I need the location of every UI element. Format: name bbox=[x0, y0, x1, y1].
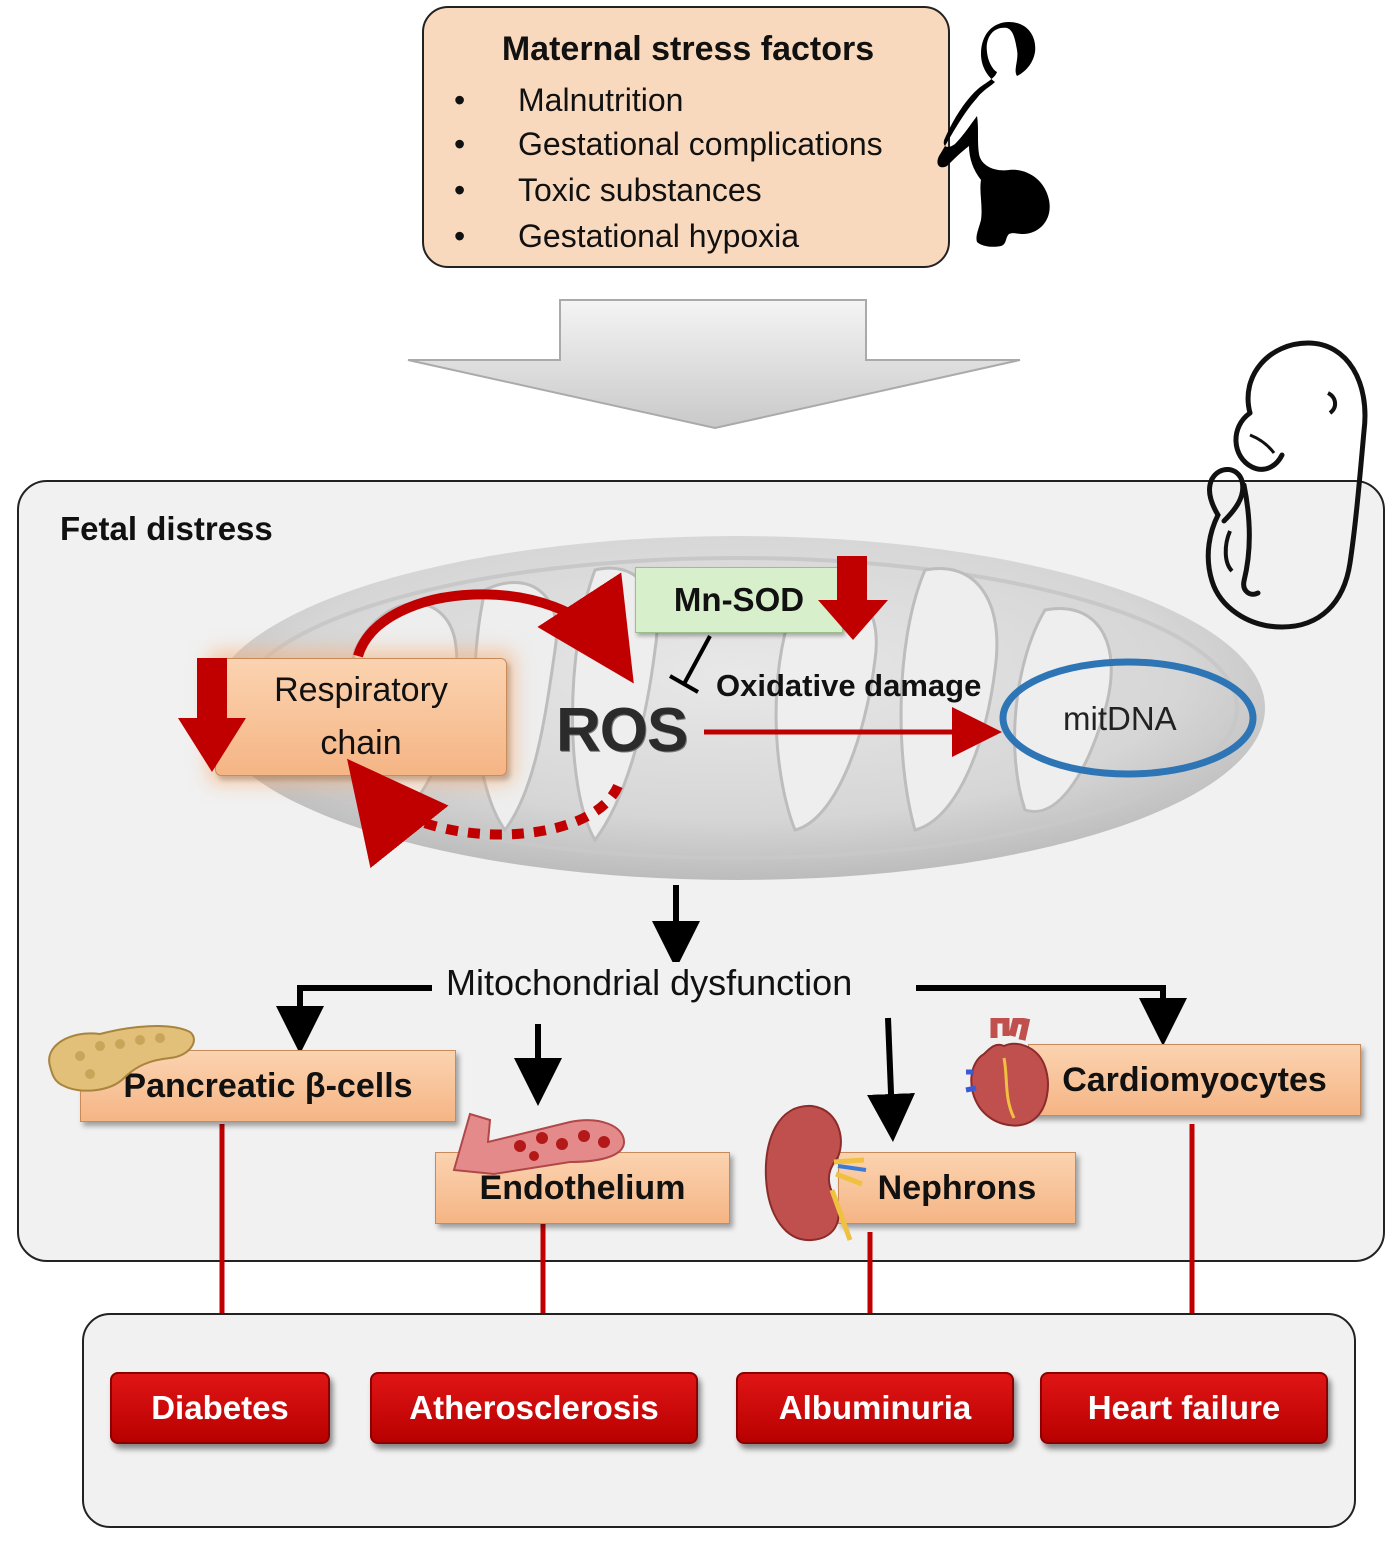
resp-to-ros-arrow bbox=[353, 572, 634, 684]
cardiomyocytes-box: Cardiomyocytes bbox=[1028, 1044, 1361, 1116]
mn-sod-box: Mn-SOD bbox=[635, 567, 843, 633]
albuminuria-box: Albuminuria bbox=[736, 1372, 1014, 1444]
kidney-icon bbox=[764, 1104, 867, 1242]
pancreatic-beta-cells-box: Pancreatic β-cells bbox=[80, 1050, 456, 1122]
ros-label: ROS bbox=[556, 696, 688, 765]
to-pancreas-arrow bbox=[276, 985, 432, 1054]
factor-item: •Toxic substances bbox=[454, 172, 762, 208]
factor-item: •Gestational complications bbox=[454, 126, 883, 162]
maternal-stress-title: Maternal stress factors bbox=[501, 30, 875, 68]
decrease-arrow-respiratory bbox=[178, 658, 246, 772]
maternal-stress-box: Maternal stress factors •Malnutrition •G… bbox=[422, 6, 950, 268]
factor-item: •Gestational hypoxia bbox=[454, 218, 800, 254]
decrease-arrow-mnsod bbox=[818, 556, 888, 640]
heart-failure-box: Heart failure bbox=[1040, 1372, 1328, 1444]
factor-item: •Malnutrition bbox=[454, 82, 684, 118]
to-cardiomyocytes-arrow bbox=[916, 985, 1187, 1046]
oxidative-damage-label: Oxidative damage bbox=[716, 668, 982, 703]
endothelium-box: Endothelium bbox=[435, 1152, 730, 1224]
fetus-icon bbox=[1205, 340, 1368, 630]
respiratory-chain-box: Respiratory chain bbox=[215, 658, 507, 776]
blood-vessel-icon bbox=[452, 1112, 626, 1176]
ros-to-resp-dotted-arrow bbox=[346, 758, 623, 869]
mitochondrial-dysfunction-label: Mitochondrial dysfunction bbox=[440, 962, 859, 1004]
mnsod-inhibition-line bbox=[669, 635, 712, 694]
nephrons-box: Nephrons bbox=[838, 1152, 1076, 1224]
pregnant-woman-icon bbox=[937, 22, 1050, 247]
mitdna-ring bbox=[999, 658, 1257, 778]
heart-icon bbox=[965, 1018, 1049, 1127]
atherosclerosis-box: Atherosclerosis bbox=[370, 1372, 698, 1444]
to-nephrons-arrow bbox=[867, 1017, 916, 1142]
diabetes-box: Diabetes bbox=[110, 1372, 330, 1444]
down-arrow-icon bbox=[407, 299, 1021, 430]
pancreas-icon bbox=[48, 1025, 195, 1092]
mitdna-label: mitDNA bbox=[1063, 700, 1177, 737]
fetal-distress-label: Fetal distress bbox=[60, 510, 273, 547]
